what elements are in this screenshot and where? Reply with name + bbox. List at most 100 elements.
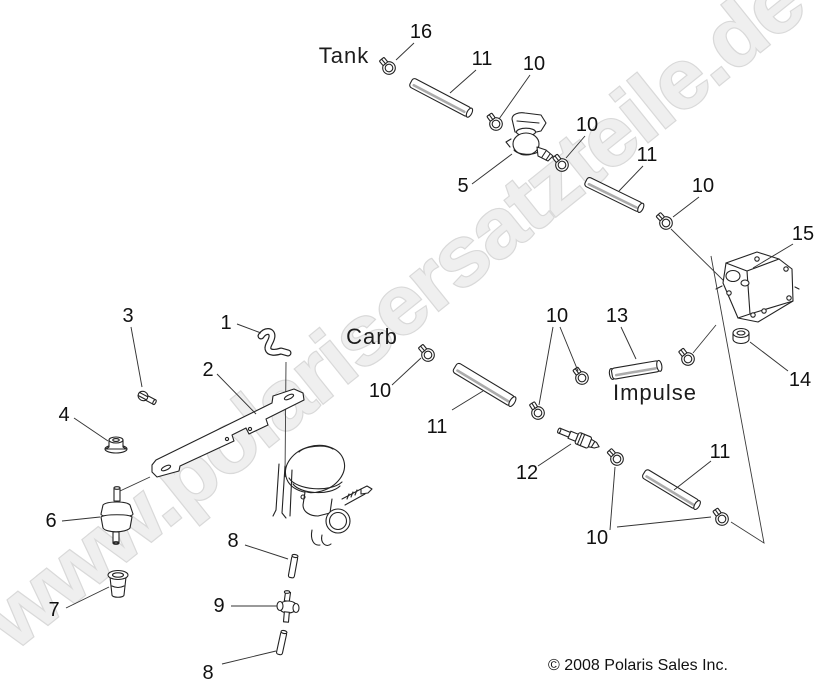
- callout-10-tank: 10: [498, 53, 545, 120]
- leader-line: [672, 196, 700, 218]
- copyright-text: © 2008 Polaris Sales Inc.: [548, 657, 728, 674]
- leader-line: [216, 373, 257, 415]
- leader-line: [538, 326, 554, 406]
- leader-line: [559, 326, 579, 372]
- tank-label: Tank: [319, 43, 369, 68]
- leader-line: [498, 74, 531, 120]
- leader-line: [391, 357, 422, 386]
- callout-10-carb: 10: [369, 357, 422, 402]
- parts-layer: [100, 54, 800, 656]
- callout-7: 7: [48, 586, 110, 621]
- leader-line: [565, 135, 586, 159]
- leader-line: [618, 165, 644, 192]
- part-number-1: 1: [220, 312, 231, 334]
- fuel-line-valve: [584, 176, 645, 213]
- part-number-7: 7: [48, 599, 59, 621]
- leader-line: [61, 516, 101, 522]
- leader-line: [752, 243, 794, 269]
- part-number-11-tank: 11: [472, 48, 493, 70]
- hose-clamp-10-pump: [654, 209, 675, 232]
- part-number-11-valve: 11: [637, 144, 658, 166]
- part-number-16: 16: [410, 21, 432, 43]
- hose-clamp-10-impulse-c: [711, 506, 730, 527]
- part-number-11-carb: 11: [427, 416, 448, 438]
- leader-line: [395, 42, 415, 61]
- leader-line: [221, 650, 277, 665]
- mounting-bracket: [151, 388, 305, 478]
- fuel-valve: [505, 112, 554, 162]
- hose-clamp-10-filter-b: [528, 400, 546, 421]
- inline-filter: [557, 427, 600, 449]
- part-number-8-upper: 8: [227, 530, 238, 552]
- callout-8-upper: 8: [227, 530, 289, 560]
- tee-fitting: [276, 590, 300, 623]
- flange-nut: [104, 436, 128, 454]
- part-number-3: 3: [122, 305, 133, 327]
- leader-line: [451, 390, 484, 411]
- carburetor: [272, 444, 373, 546]
- callout-11-impulse: 11: [673, 441, 730, 491]
- hose-clamp-10-tank: [485, 111, 504, 132]
- callout-10-filter: 10: [538, 305, 579, 406]
- leader-line: [65, 586, 110, 609]
- callout-10-pump-line: 10: [672, 175, 714, 218]
- leader-line: [749, 341, 789, 372]
- small-hose-upper: [287, 553, 299, 579]
- callout-13: 13: [606, 305, 637, 360]
- watermark-text: www.polarisersatzteile.de: [0, 0, 821, 668]
- leader-line: [244, 544, 289, 560]
- pump-nut: [732, 327, 750, 345]
- part-number-8-lower: 8: [202, 662, 213, 684]
- callout-8-lower: 8: [202, 650, 277, 684]
- small-hose-lower: [275, 629, 288, 656]
- leader-line: [471, 153, 513, 185]
- callout-5: 5: [457, 153, 513, 197]
- impulse-line: [608, 359, 663, 380]
- leader-line: [620, 326, 637, 360]
- leader-line: [449, 69, 477, 94]
- callout-6: 6: [45, 510, 101, 532]
- leader-line: [609, 466, 616, 531]
- callout-10-valve: 10: [565, 114, 598, 159]
- callout-2: 2: [202, 359, 257, 415]
- leader-line: [673, 460, 712, 491]
- callout-11-carb: 11: [427, 390, 484, 438]
- leader-line: [73, 417, 109, 442]
- rubber-mount: [100, 486, 134, 545]
- part-number-15: 15: [792, 223, 814, 245]
- part-number-4: 4: [58, 404, 69, 426]
- part-number-10-filter: 10: [546, 305, 568, 327]
- callout-11-valve: 11: [618, 144, 658, 192]
- part-number-10-valve: 10: [576, 114, 598, 136]
- hose-clamp-10-filter-a: [571, 365, 590, 386]
- carb-label: Carb: [346, 324, 398, 349]
- callout-3: 3: [122, 305, 143, 388]
- part-number-2: 2: [202, 359, 213, 381]
- well-nut: [107, 569, 129, 598]
- leader-line: [616, 516, 712, 528]
- callout-16: 16: [395, 21, 432, 61]
- leader-line: [537, 443, 572, 467]
- hose-clamp-10-impulse-b: [605, 445, 626, 468]
- callout-15: 15: [752, 223, 814, 269]
- callout-12: 12: [516, 443, 572, 484]
- part-number-5: 5: [457, 175, 468, 197]
- leader-line: [236, 323, 262, 334]
- impulse-label: Impulse: [613, 380, 697, 405]
- callout-4: 4: [58, 404, 109, 442]
- part-number-10-carb: 10: [369, 380, 391, 402]
- part-number-9: 9: [213, 595, 224, 617]
- fuel-pump: [715, 251, 800, 323]
- hose-clamp-16: [378, 54, 398, 77]
- fuel-line-tank: [409, 78, 474, 118]
- callout-1: 1: [220, 312, 262, 334]
- fuel-line-impulse: [641, 469, 701, 511]
- part-number-10-impulse: 10: [586, 527, 608, 549]
- part-number-12: 12: [516, 462, 538, 484]
- bolt: [137, 390, 157, 406]
- part-number-14: 14: [789, 369, 811, 391]
